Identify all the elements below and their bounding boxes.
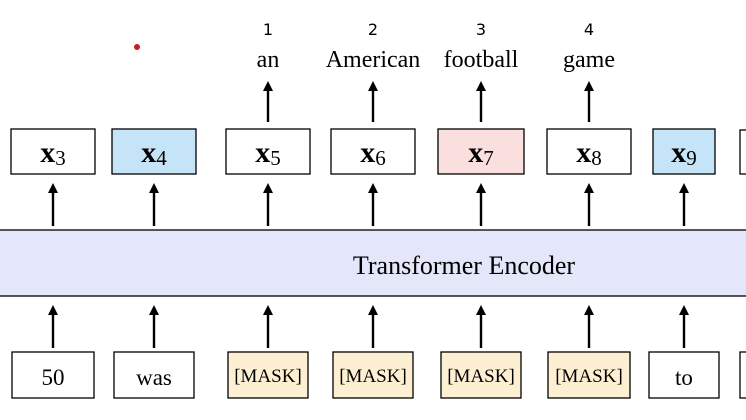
output-box xyxy=(330,128,416,175)
output-box-partial xyxy=(739,129,746,175)
target-word: American xyxy=(326,47,421,73)
input-token-label: was xyxy=(136,365,172,390)
target-index: 1 xyxy=(263,20,273,39)
output-box xyxy=(652,128,716,175)
target-word: football xyxy=(444,47,519,73)
input-box xyxy=(648,351,720,399)
input-token-label: [MASK] xyxy=(234,366,302,387)
output-box xyxy=(10,128,96,175)
target-word: game xyxy=(563,47,615,73)
output-token-label: x4 xyxy=(141,136,167,170)
transformer-encoder-band xyxy=(0,229,746,297)
input-box xyxy=(332,351,414,399)
output-box xyxy=(437,128,525,175)
input-token-label: 50 xyxy=(42,365,65,390)
output-token-label: x8 xyxy=(576,136,602,170)
input-box xyxy=(11,351,95,399)
input-token-label: to xyxy=(675,365,693,390)
input-box xyxy=(227,351,309,399)
target-index: 4 xyxy=(584,20,594,39)
input-box xyxy=(547,351,631,399)
input-box xyxy=(113,351,195,399)
output-box xyxy=(225,128,311,175)
output-token-label: x3 xyxy=(40,136,66,170)
output-token-label: x9 xyxy=(671,136,697,170)
input-token-label: [MASK] xyxy=(447,366,515,387)
input-token-label: [MASK] xyxy=(339,366,407,387)
output-token-label: x5 xyxy=(255,136,281,170)
input-box xyxy=(440,351,522,399)
red-dot-mark xyxy=(134,44,140,50)
target-index: 3 xyxy=(476,20,486,39)
encoder-label: Transformer Encoder xyxy=(353,251,575,280)
output-box xyxy=(111,128,197,175)
input-token-label: [MASK] xyxy=(555,366,623,387)
token-columns: x3 50 x4 was x5 [MASK] an 1 x6 [MASK] American 2 x7 [… xyxy=(10,20,720,399)
target-index: 2 xyxy=(368,20,378,39)
output-token-label: x7 xyxy=(468,136,494,170)
input-box-partial xyxy=(739,351,746,399)
target-word: an xyxy=(257,47,280,73)
output-token-label: x6 xyxy=(360,136,386,170)
output-box xyxy=(546,128,632,175)
